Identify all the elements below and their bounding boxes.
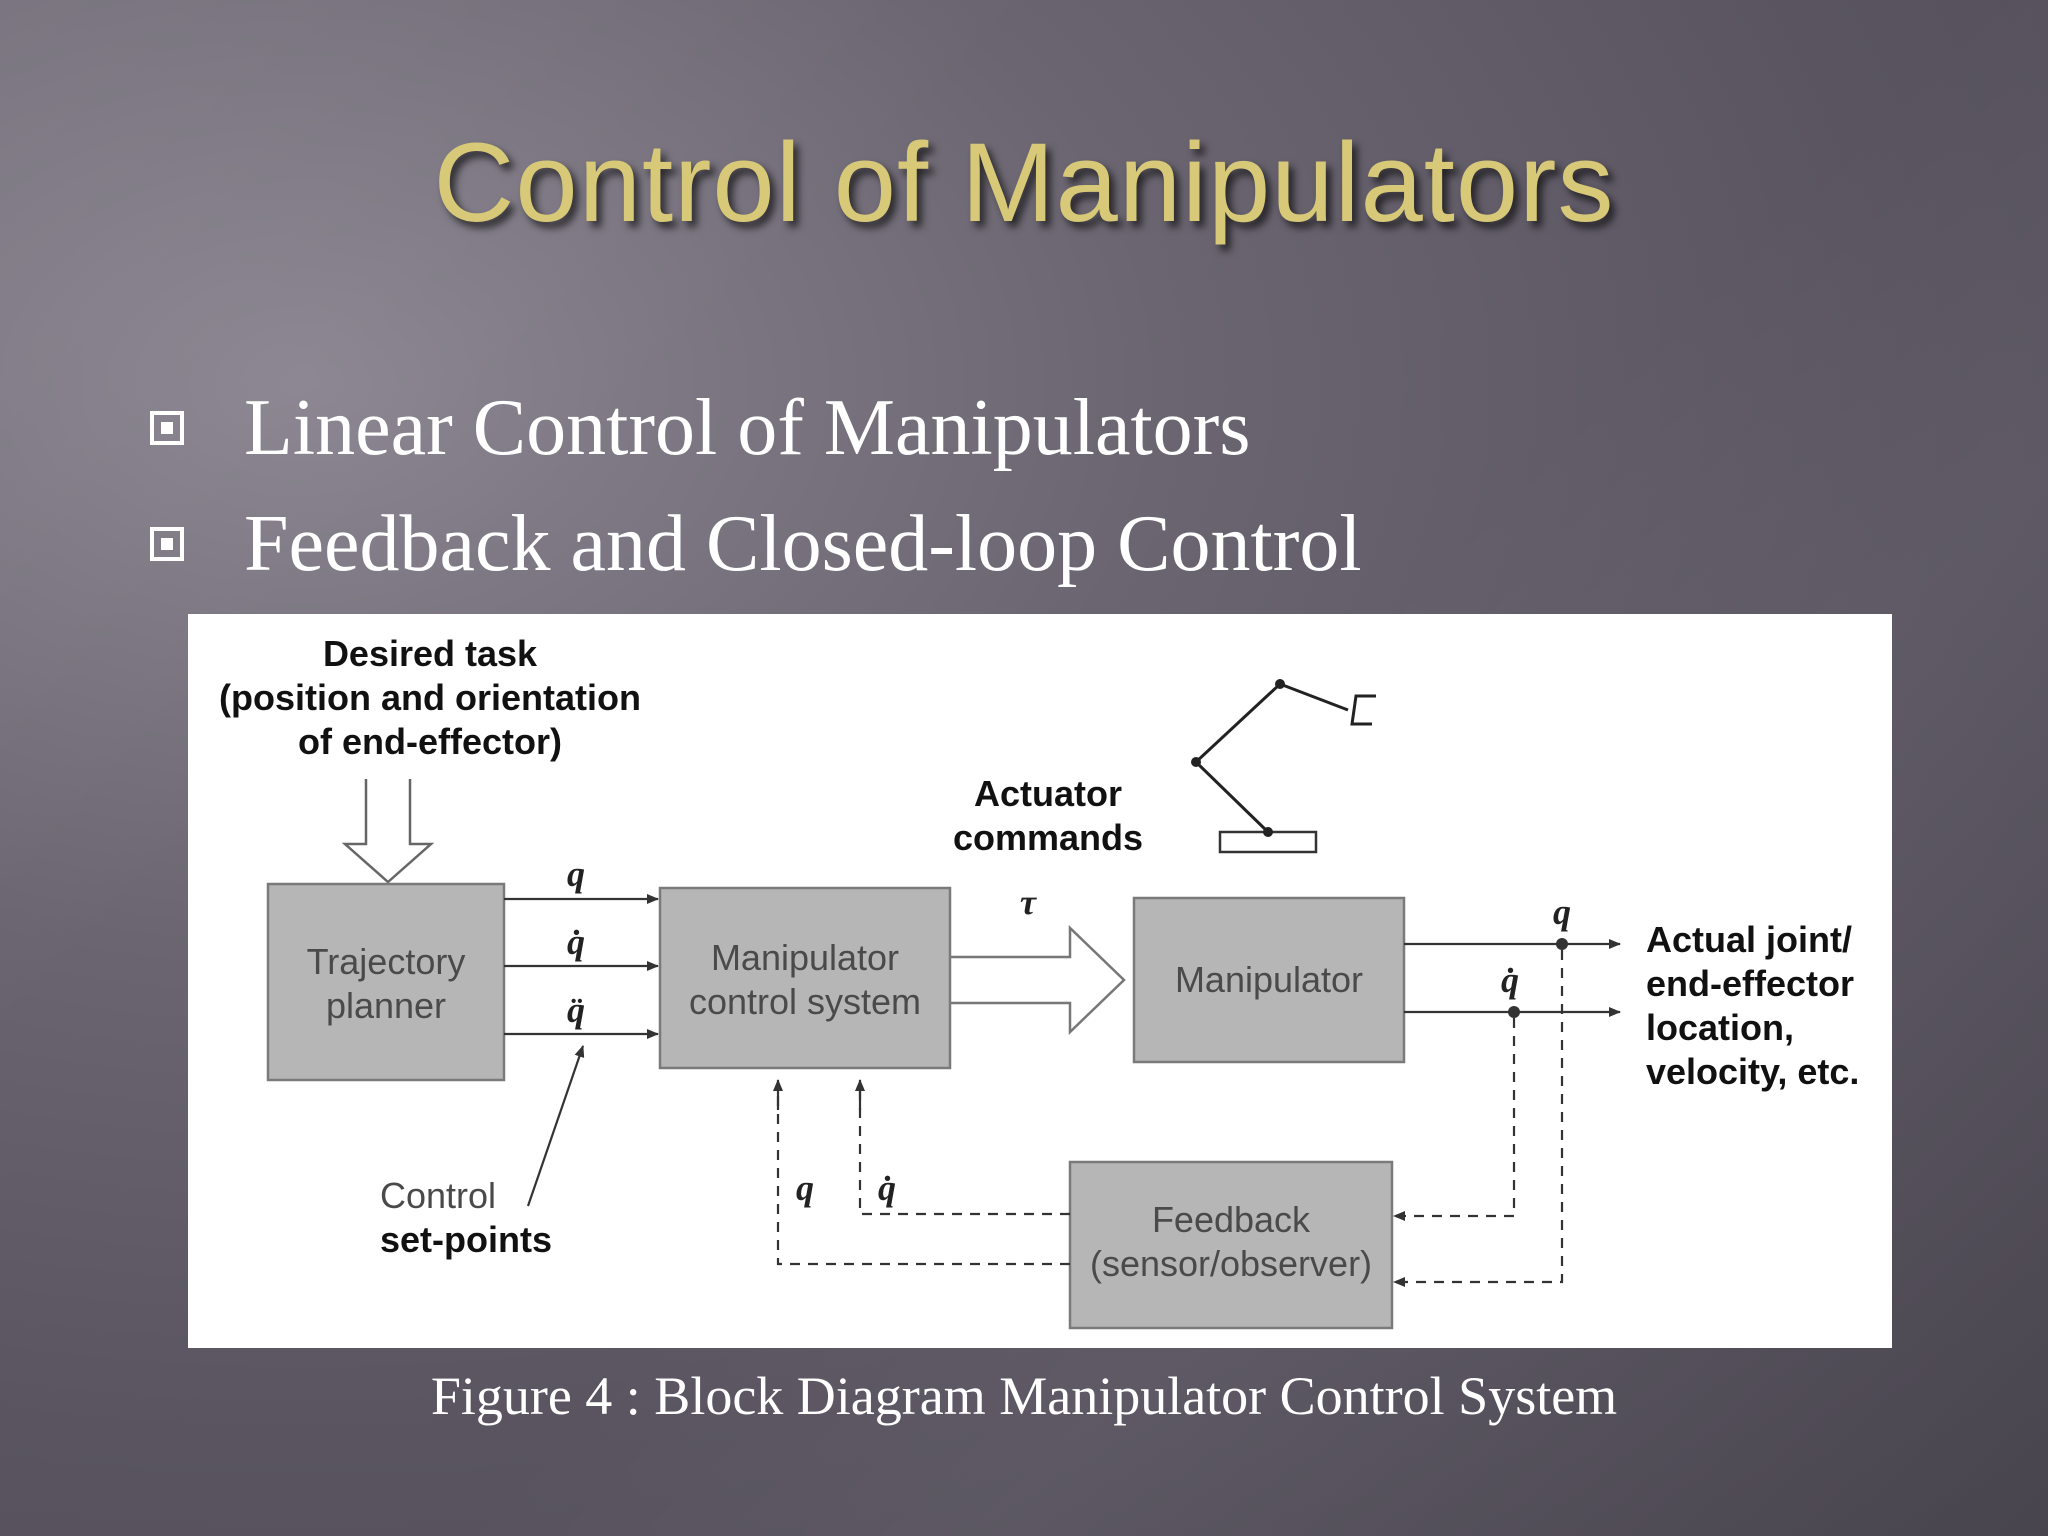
setpoints-label-line1: Control <box>380 1175 496 1216</box>
qdot-return-path <box>858 1084 1070 1216</box>
q-label: q <box>567 854 585 894</box>
setpoints-pointer-line <box>526 1045 585 1207</box>
actual-label-line1: Actual joint/ <box>1646 919 1852 960</box>
figure-caption: Figure 4 : Block Diagram Manipulator Con… <box>430 1366 1618 1426</box>
return-qdot-label: q̇ <box>878 1168 896 1208</box>
qdot-label: q̇ <box>567 922 585 962</box>
setpoints-label-line2: set-points <box>380 1219 552 1260</box>
manipulator-label: Manipulator <box>1175 959 1363 1000</box>
q-feedback-path <box>1393 950 1564 1287</box>
bullet-item: Feedback and Closed-loop Control <box>150 486 1362 602</box>
desired-task-label-line1: Desired task <box>323 633 538 674</box>
control-system-label-line2: control system <box>689 981 921 1022</box>
bullet-text: Linear Control of Manipulators <box>244 383 1251 472</box>
q-return-path <box>776 1084 1070 1266</box>
slide-title: Control of Manipulators <box>433 120 1615 245</box>
bullet-text: Feedback and Closed-loop Control <box>244 499 1362 588</box>
feedback-block <box>1068 1160 1394 1330</box>
qdot-junction <box>1508 1006 1520 1018</box>
q-junction <box>1556 938 1568 950</box>
desired-task-label-line3: of end-effector) <box>298 721 562 762</box>
actuator-command-arrow-icon <box>950 925 1126 1035</box>
actual-label-line2: end-effector <box>1646 963 1854 1004</box>
output-q-label: q <box>1553 892 1571 932</box>
qdot-feedback-path <box>1393 1018 1516 1221</box>
actuator-commands-label-line2: commands <box>953 817 1143 858</box>
square-bullet-icon <box>150 527 184 561</box>
block-diagram-figure: Desired task (position and orientation o… <box>188 614 1892 1348</box>
feedback-label-line2: (sensor/observer) <box>1090 1243 1372 1284</box>
bullet-list: Linear Control of Manipulators Feedback … <box>150 370 1362 602</box>
desired-task-label-line2: (position and orientation <box>219 677 641 718</box>
qddot-label: q̈ <box>567 990 585 1030</box>
robot-arm-icon <box>1191 679 1376 854</box>
manipulator-block <box>1132 896 1406 1064</box>
trajectory-planner-label-line1: Trajectory <box>307 941 466 982</box>
square-bullet-icon <box>150 411 184 445</box>
block-diagram: Desired task (position and orientation o… <box>219 633 1859 1330</box>
tau-label: τ <box>1020 882 1037 922</box>
actual-label-line4: velocity, etc. <box>1646 1051 1859 1092</box>
control-system-block <box>658 886 952 1070</box>
desired-task-arrow-icon <box>341 779 435 884</box>
trajectory-planner-block <box>266 882 506 1082</box>
bullet-item: Linear Control of Manipulators <box>150 370 1362 486</box>
return-q-label: q <box>796 1168 814 1208</box>
feedback-label-line1: Feedback <box>1152 1199 1311 1240</box>
output-qdot-label: q̇ <box>1501 960 1519 1000</box>
actuator-commands-label-line1: Actuator <box>974 773 1122 814</box>
control-system-label-line1: Manipulator <box>711 937 899 978</box>
actual-label-line3: location, <box>1646 1007 1794 1048</box>
trajectory-planner-label-line2: planner <box>326 985 446 1026</box>
